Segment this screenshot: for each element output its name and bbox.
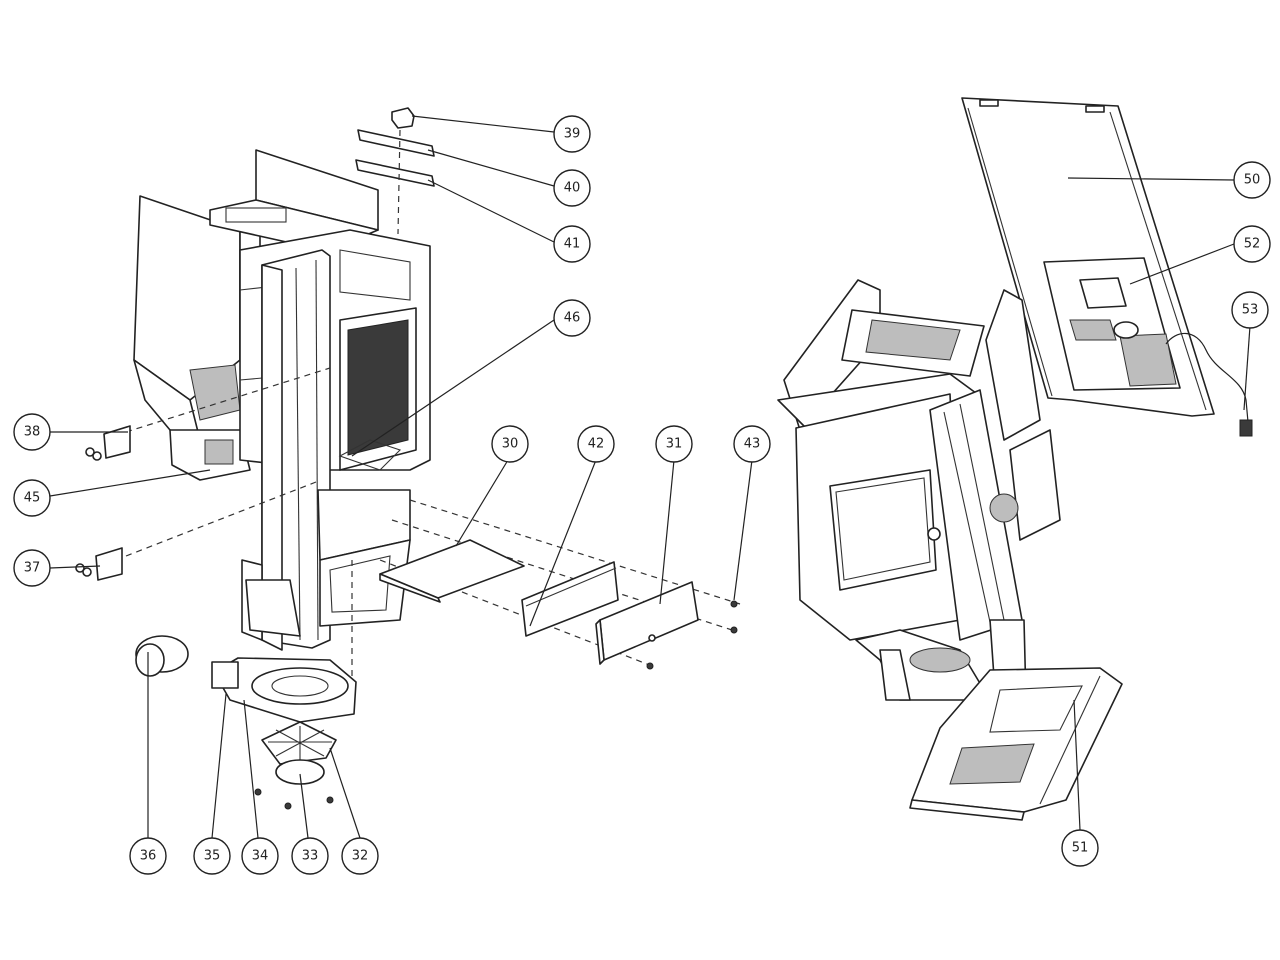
callout-label: 31 — [666, 437, 683, 452]
callout-31: 31 — [655, 425, 693, 463]
callout-label: 45 — [24, 491, 41, 506]
callout-label: 40 — [564, 181, 581, 196]
callout-45: 45 — [13, 479, 51, 517]
stove-body — [777, 279, 1061, 707]
callout-label: 46 — [564, 311, 581, 326]
leaders — [49, 115, 1251, 839]
callout-label: 37 — [24, 561, 41, 576]
callout-label: 33 — [302, 849, 319, 864]
fan-assembly — [211, 657, 357, 810]
part-36-sleeve — [135, 635, 189, 677]
part-51-base-plate — [909, 667, 1123, 821]
callout-41: 41 — [553, 225, 591, 263]
callout-label: 43 — [744, 437, 761, 452]
part-53-power-cord — [1165, 332, 1253, 437]
callouts: 39 40 41 46 38 45 37 30 — [13, 115, 1271, 875]
callout-label: 30 — [502, 437, 519, 452]
callout-36: 36 — [129, 837, 167, 875]
callout-50: 50 — [1233, 161, 1271, 199]
callout-51: 51 — [1061, 829, 1099, 867]
part-52-grille-panel — [1043, 257, 1181, 391]
callout-label: 52 — [1244, 237, 1261, 252]
callout-label: 51 — [1072, 841, 1089, 856]
callout-52: 52 — [1233, 225, 1271, 263]
part-38-bracket — [85, 425, 131, 461]
callout-40: 40 — [553, 169, 591, 207]
left-assembly — [75, 107, 741, 810]
part-30-tray — [379, 539, 525, 603]
callout-label: 53 — [1242, 303, 1259, 318]
callout-34: 34 — [241, 837, 279, 875]
callout-label: 39 — [564, 127, 581, 142]
callout-30: 30 — [491, 425, 529, 463]
callout-label: 38 — [24, 425, 41, 440]
callout-35: 35 — [193, 837, 231, 875]
callout-46: 46 — [553, 299, 591, 337]
front-pillar — [241, 249, 331, 651]
callout-53: 53 — [1231, 291, 1269, 329]
part-46-liner — [338, 439, 402, 471]
callout-label: 42 — [588, 437, 605, 452]
callout-label: 41 — [564, 237, 581, 252]
callout-label: 32 — [352, 849, 369, 864]
part-40-plate — [357, 129, 435, 157]
callout-43: 43 — [733, 425, 771, 463]
part-41-plate — [355, 159, 435, 187]
callout-label: 34 — [252, 849, 269, 864]
callout-label: 50 — [1244, 173, 1261, 188]
part-43-screws — [646, 600, 738, 670]
callout-label: 36 — [140, 849, 157, 864]
callout-42: 42 — [577, 425, 615, 463]
callout-37: 37 — [13, 549, 51, 587]
callout-38: 38 — [13, 413, 51, 451]
part-37-bracket — [75, 547, 123, 581]
callout-33: 33 — [291, 837, 329, 875]
callout-39: 39 — [553, 115, 591, 153]
lower-body — [317, 489, 411, 627]
part-39-bracket — [391, 107, 415, 129]
right-assembly — [777, 97, 1253, 821]
callout-label: 35 — [204, 849, 221, 864]
callout-32: 32 — [341, 837, 379, 875]
